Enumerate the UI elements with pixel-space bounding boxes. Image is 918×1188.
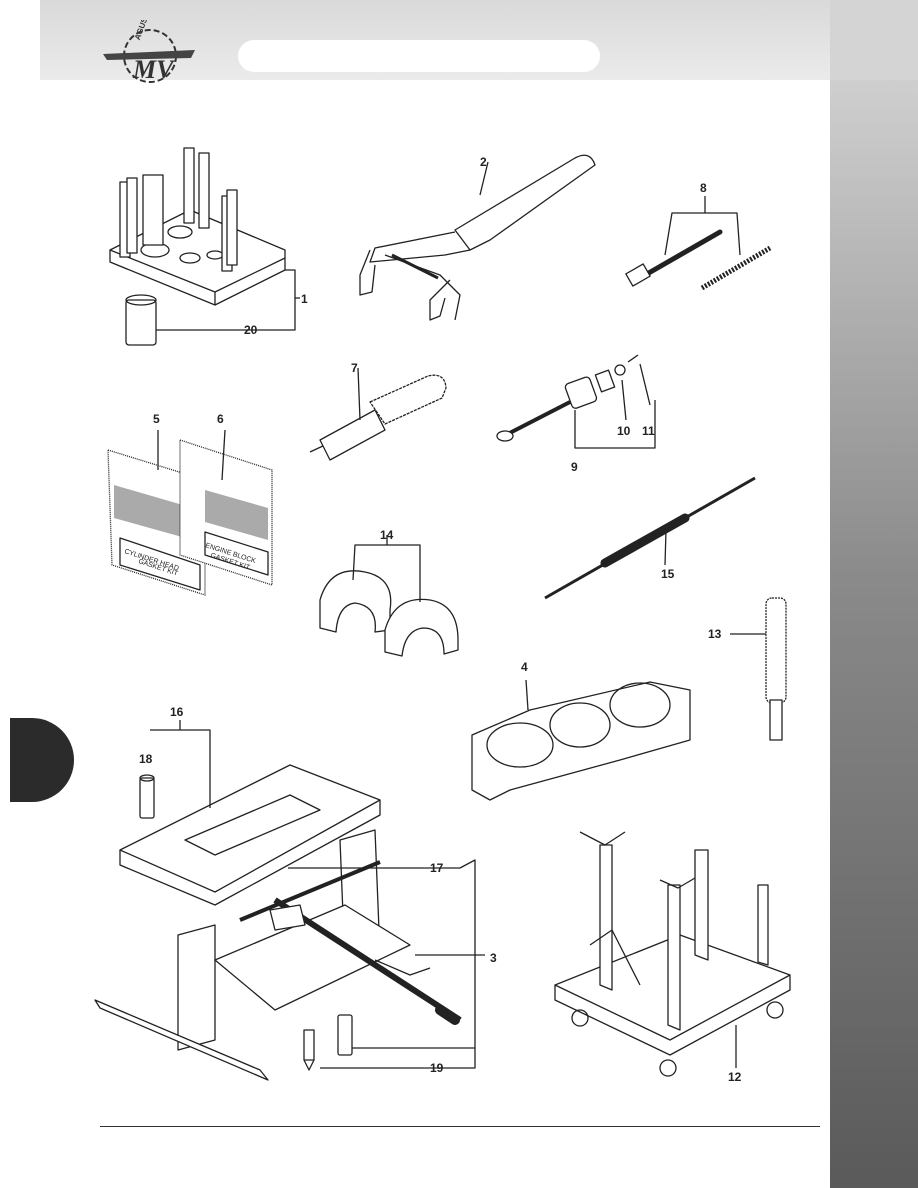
tool-6-gasket-bag <box>179 429 273 586</box>
callout-14: 14 <box>380 528 394 542</box>
tool-2-lever <box>359 154 596 321</box>
tool-19-pins <box>303 1014 353 1071</box>
callout-2: 2 <box>480 155 487 169</box>
callout-9: 9 <box>571 460 578 474</box>
callout-labels: 1 2 3 4 5 6 7 8 9 10 11 12 13 14 15 16 1… <box>139 155 742 1084</box>
tool-3-engine-stand <box>94 829 485 1081</box>
callout-16: 16 <box>170 705 184 719</box>
callout-18: 18 <box>139 752 153 766</box>
tool-13-threaded-drift <box>730 597 787 741</box>
section-title-pill <box>238 40 600 72</box>
tool-20-sleeve <box>125 294 157 346</box>
header-corner <box>830 0 918 80</box>
callout-10: 10 <box>617 424 631 438</box>
tool-12-trolley <box>554 831 791 1077</box>
footer-rule <box>100 1126 820 1127</box>
tool-1-pin-plate <box>109 147 300 331</box>
callout-5: 5 <box>153 412 160 426</box>
side-gradient-bar <box>830 80 918 1188</box>
callout-1: 1 <box>301 292 308 306</box>
callout-4: 4 <box>521 660 528 674</box>
tool-18-adapter <box>139 774 155 819</box>
callout-13: 13 <box>708 627 722 641</box>
callout-19: 19 <box>430 1061 444 1075</box>
mv-agusta-logo: AGUSTA MV <box>103 20 195 84</box>
callout-15: 15 <box>661 567 675 581</box>
tool-7-driver <box>309 367 447 461</box>
callout-20: 20 <box>244 323 258 337</box>
logo-mark: MV <box>132 55 176 84</box>
tool-8-rods <box>625 196 772 291</box>
callout-17: 17 <box>430 861 444 875</box>
callout-12: 12 <box>728 1070 742 1084</box>
tool-9-slide-puller <box>496 354 656 449</box>
callout-11: 11 <box>642 424 655 438</box>
tool-16-plate <box>119 720 381 906</box>
callout-7: 7 <box>351 361 358 375</box>
tool-14-half-rings <box>319 535 459 657</box>
callout-6: 6 <box>217 412 224 426</box>
callout-8: 8 <box>700 181 707 195</box>
tool-15-long-rod <box>544 476 756 600</box>
callout-3: 3 <box>490 951 497 965</box>
tool-4-bore-plate <box>471 679 691 801</box>
